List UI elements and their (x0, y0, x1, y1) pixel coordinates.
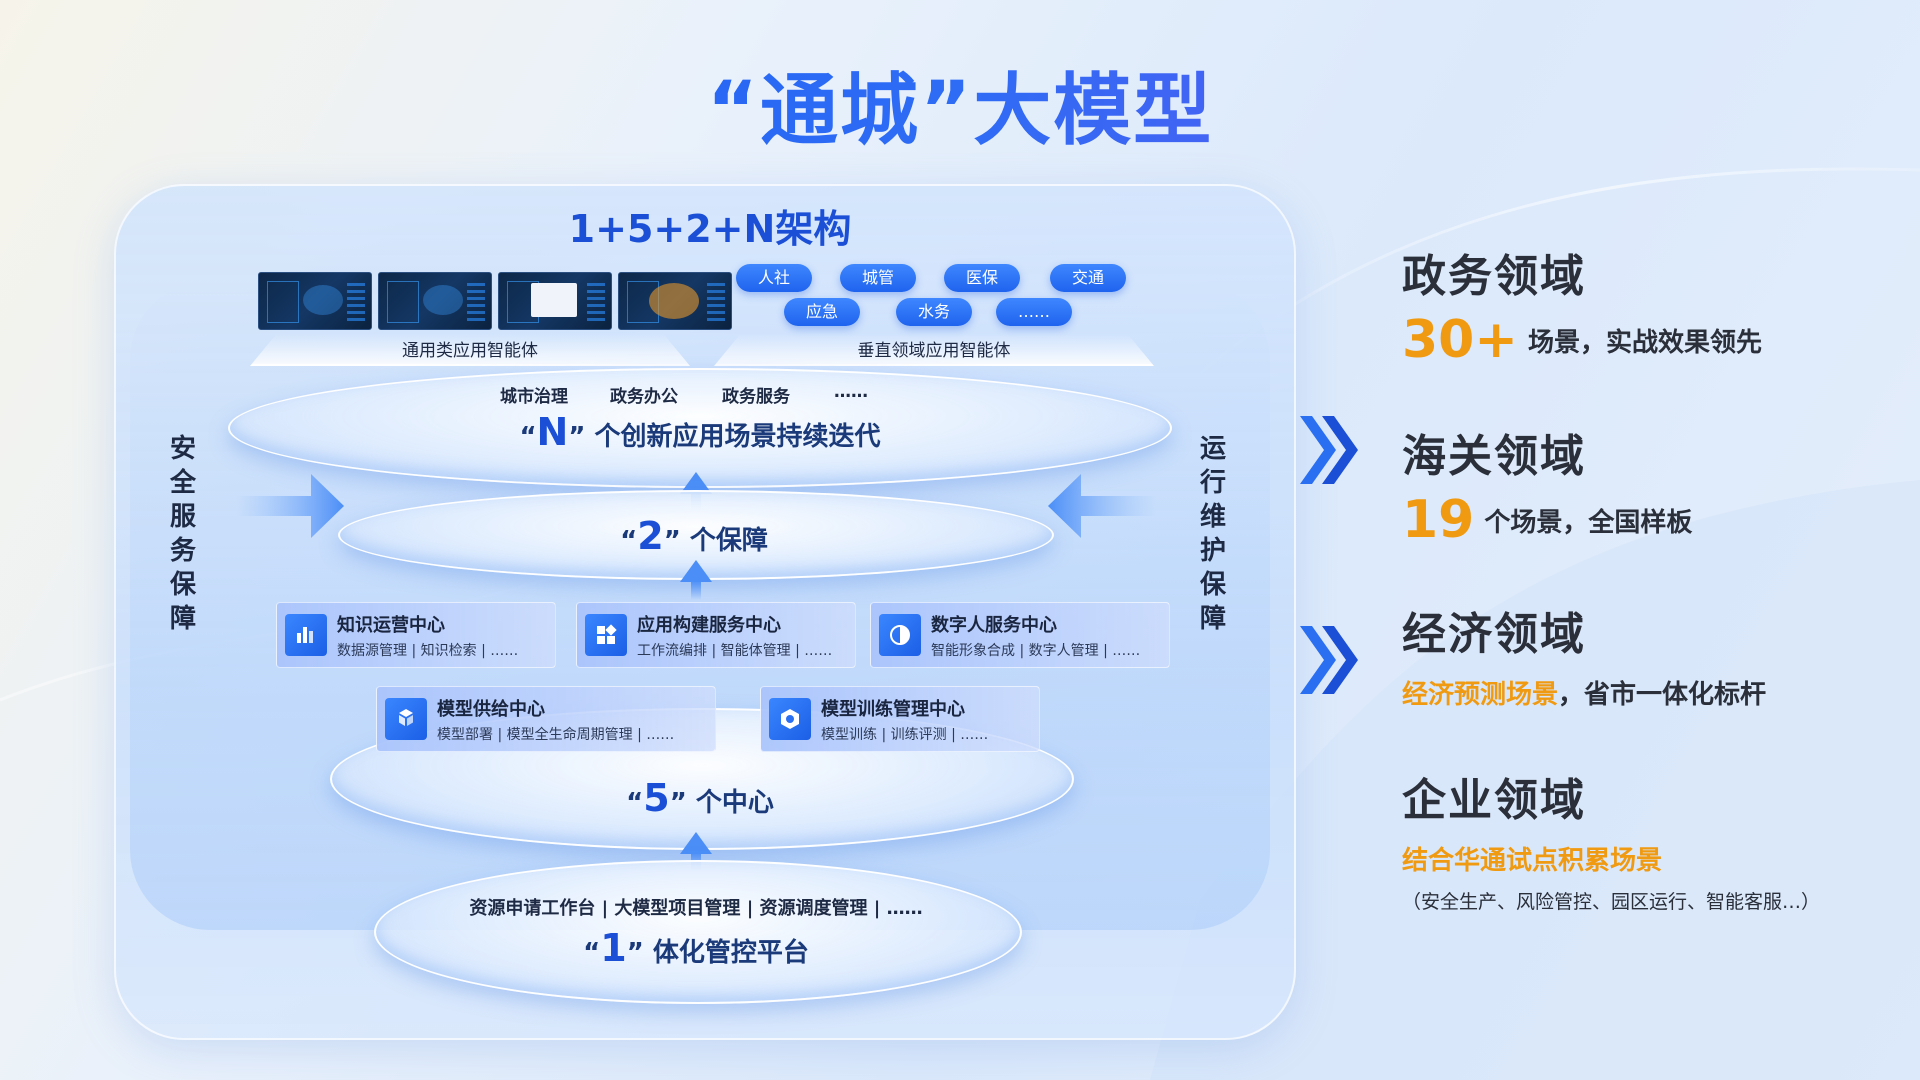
center-sub: 模型部署 | 模型全生命周期管理 | …… (437, 727, 675, 743)
domain-text: ，省市一体化标杆 (1558, 680, 1767, 710)
left-arrow-icon (236, 474, 344, 538)
digital-human-icon (879, 614, 921, 656)
right-side-label: 运行维护保障 (1199, 434, 1226, 634)
n-layer-text: 个创新应用场景持续迭代 (594, 422, 881, 452)
domain-highlight: 结合华通试点积累场景 (1402, 846, 1663, 876)
two-layer-label: “2” 个保障 (620, 514, 768, 558)
domain-economy: 经济领域 经济预测场景，省市一体化标杆 (1402, 598, 1766, 711)
five-layer-text: 个中心 (695, 788, 774, 818)
center-card-digital-human: 数字人服务中心 智能形象合成 | 数字人管理 | …… (870, 602, 1170, 668)
right-arrow-icon (1048, 474, 1156, 538)
pill-renshe: 人社 (736, 264, 812, 292)
training-icon (769, 698, 811, 740)
vertical-agents-label: 垂直领域应用智能体 (857, 341, 1011, 361)
up-arrow-icon (680, 832, 712, 854)
n-layer-num: N (536, 410, 569, 454)
general-agents-tray (250, 334, 690, 366)
chevron-right-icon (1300, 416, 1358, 484)
one-layer-text: 体化管控平台 (652, 938, 809, 968)
dashboard-thumbnail (258, 272, 372, 330)
center-card-knowledge: 知识运营中心 数据源管理 | 知识检索 | …… (276, 602, 556, 668)
center-sub: 智能形象合成 | 数字人管理 | …… (931, 643, 1141, 659)
up-arrow-icon (680, 560, 712, 582)
domain-highlight: 经济预测场景 (1402, 680, 1559, 710)
center-title: 知识运营中心 (337, 615, 445, 636)
up-arrow-icon (680, 472, 712, 494)
dashboard-thumbnail (378, 272, 492, 330)
n-item: 城市治理 (500, 387, 568, 407)
domain-name: 经济领域 (1402, 609, 1586, 660)
center-title: 模型供给中心 (437, 699, 545, 720)
one-layer-num: 1 (600, 926, 627, 970)
domain-government: 政务领域 30+ 场景，实战效果领先 (1402, 240, 1762, 370)
pill-jiaotong: 交通 (1050, 264, 1126, 292)
center-sub: 工作流编排 | 智能体管理 | …… (637, 643, 833, 659)
one-layer-items: 资源申请工作台 | 大模型项目管理 | 资源调度管理 | …… (469, 898, 923, 919)
n-layer-label: “N” 个创新应用场景持续迭代 (519, 410, 881, 454)
center-card-model-training: 模型训练管理中心 模型训练 | 训练评测 | …… (760, 686, 1040, 752)
domain-enterprise: 企业领域 结合华通试点积累场景 （安全生产、风险管控、园区运行、智能客服…） (1402, 764, 1820, 914)
chevron-right-icon (1300, 626, 1358, 694)
n-item: 政务服务 (722, 387, 790, 407)
pill-shuiwu: 水务 (896, 298, 972, 326)
five-layer-num: 5 (643, 776, 670, 820)
center-title: 应用构建服务中心 (637, 615, 781, 636)
two-layer-text: 个保障 (689, 526, 768, 556)
center-card-model-supply: 模型供给中心 模型部署 | 模型全生命周期管理 | …… (376, 686, 716, 752)
page-title: “通城”大模型 (0, 48, 1920, 160)
general-agents-label: 通用类应用智能体 (402, 341, 538, 361)
domain-name: 海关领域 (1402, 431, 1586, 482)
domain-customs: 海关领域 19 个场景，全国样板 (1402, 420, 1692, 550)
domain-text: 场景，实战效果领先 (1527, 328, 1762, 358)
cubes-icon (385, 698, 427, 740)
left-side-label: 安全服务保障 (169, 434, 196, 634)
domain-note: （安全生产、风险管控、园区运行、智能客服…） (1402, 891, 1821, 913)
knowledge-icon (285, 614, 327, 656)
pill-yibao: 医保 (944, 264, 1020, 292)
domain-num: 30+ (1402, 310, 1518, 370)
one-layer-ellipse (374, 860, 1022, 1004)
n-item: 政务办公 (610, 387, 678, 407)
domain-name: 政务领域 (1402, 251, 1586, 302)
n-item: …… (834, 382, 868, 402)
domain-text: 个场景，全国样板 (1484, 508, 1693, 538)
pill-chengguan: 城管 (840, 264, 916, 292)
dashboard-thumbnail (618, 272, 732, 330)
domain-line: 19 个场景，全国样板 (1402, 490, 1692, 550)
dashboard-thumbnail (498, 272, 612, 330)
center-card-app: 应用构建服务中心 工作流编排 | 智能体管理 | …… (576, 602, 856, 668)
domain-num: 19 (1402, 490, 1475, 550)
dashboard-thumbnails (258, 272, 732, 330)
five-layer-label: “5” 个中心 (626, 776, 774, 820)
domain-line: 30+ 场景，实战效果领先 (1402, 310, 1762, 370)
center-sub: 模型训练 | 训练评测 | …… (821, 727, 989, 743)
architecture-title: 1+5+2+N架构 (568, 207, 852, 251)
center-title: 模型训练管理中心 (821, 699, 965, 720)
domain-line: 经济预测场景，省市一体化标杆 (1402, 674, 1766, 711)
connector (691, 580, 701, 600)
two-layer-num: 2 (637, 514, 664, 558)
center-title: 数字人服务中心 (931, 615, 1057, 636)
one-layer-label: “1” 体化管控平台 (583, 926, 809, 970)
domain-name: 企业领域 (1402, 775, 1586, 826)
center-sub: 数据源管理 | 知识检索 | …… (337, 643, 519, 659)
pill-more: …… (996, 298, 1072, 326)
app-grid-icon (585, 614, 627, 656)
pill-yingji: 应急 (784, 298, 860, 326)
vertical-agents-tray (714, 334, 1154, 366)
